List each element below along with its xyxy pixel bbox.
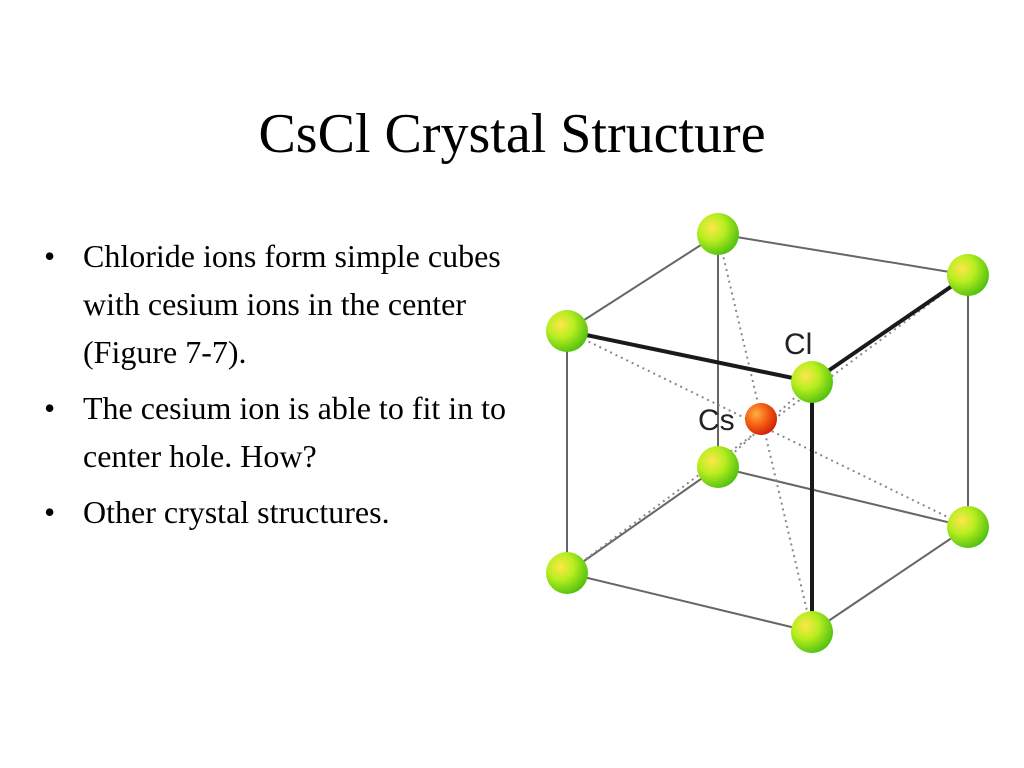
cube-edge [566, 572, 813, 633]
highlight-edge [810, 273, 970, 384]
highlight-edge [566, 329, 813, 384]
chloride-atom [546, 552, 588, 594]
cube-edge [566, 233, 719, 332]
bullet-item: • Other crystal structures. [40, 488, 510, 536]
bullet-icon: • [44, 238, 56, 274]
cube-edge [717, 233, 969, 276]
cube-edge [566, 466, 719, 574]
bullet-item: • The cesium ion is able to fit in to ce… [40, 384, 510, 480]
chloride-atom [546, 310, 588, 352]
bullet-text: The cesium ion is able to fit in to cent… [83, 390, 507, 474]
chloride-atom [947, 254, 989, 296]
cube-edge [811, 526, 969, 633]
chloride-atom [697, 446, 739, 488]
bullet-text: Other crystal structures. [83, 494, 390, 530]
chloride-atom [697, 213, 739, 255]
chloride-atom [791, 361, 833, 403]
chloride-label: Cl [784, 328, 812, 361]
cesium-label: Cs [698, 404, 735, 437]
bullet-text: Chloride ions form simple cubes with ces… [83, 238, 501, 370]
slide-title: CsCl Crystal Structure [258, 103, 766, 165]
chloride-atom [947, 506, 989, 548]
bullet-list: • Chloride ions form simple cubes with c… [40, 232, 510, 544]
cscl-unit-cell-diagram: Cl Cs [546, 213, 989, 653]
highlighted-edges [566, 273, 970, 632]
cube-edge [717, 466, 969, 528]
cesium-atom [745, 403, 777, 435]
bullet-icon: • [44, 390, 56, 426]
bullet-icon: • [44, 494, 56, 530]
cube-edges [566, 233, 969, 633]
chloride-atoms [546, 213, 989, 653]
chloride-atom [791, 611, 833, 653]
bullet-item: • Chloride ions form simple cubes with c… [40, 232, 510, 376]
